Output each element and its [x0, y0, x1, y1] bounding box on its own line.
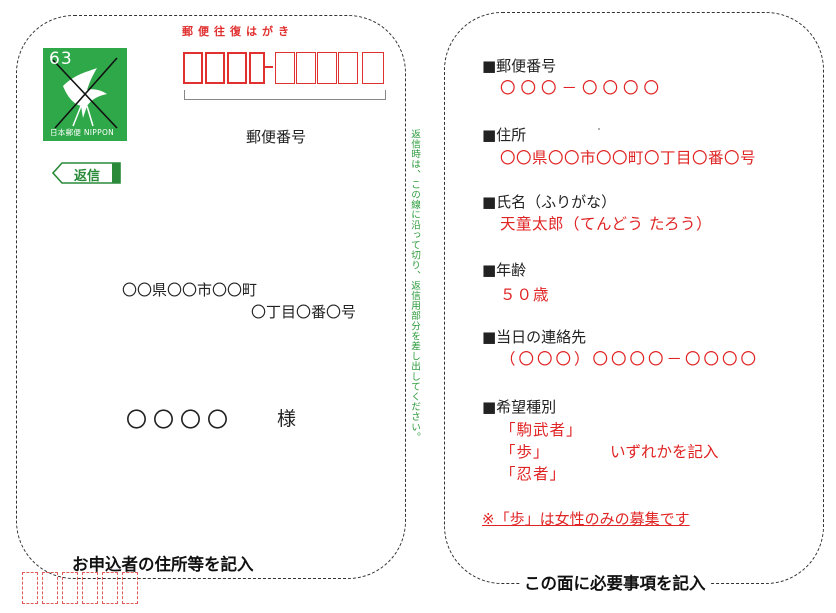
zip-box	[338, 52, 358, 84]
form-note: ※「歩」は女性のみの募集です	[482, 510, 690, 528]
zip-dash	[264, 66, 273, 68]
stub-box	[42, 572, 58, 604]
honorific: 様	[277, 408, 297, 430]
zip-box	[275, 52, 295, 84]
form-value-age: ５０歳	[500, 286, 550, 304]
zip-bracket	[184, 90, 386, 100]
reply-tag-label: 返信	[74, 169, 101, 184]
dot-mark	[598, 128, 600, 130]
form-option-note: いずれかを記入	[610, 443, 719, 461]
stamp-brand: 日本郵便 NIPPON	[50, 128, 115, 137]
form-option-ninja: 「忍者」	[500, 465, 567, 483]
postage-stamp: 63 日本郵便 NIPPON	[43, 48, 127, 141]
zip-box	[296, 52, 316, 84]
stub-box	[62, 572, 78, 604]
form-label-age: ■年齢	[482, 261, 527, 279]
stub-box	[82, 572, 98, 604]
zip-label: 郵便番号	[246, 128, 307, 146]
form-option-komamusha: 「駒武者」	[500, 421, 583, 439]
address-line-2: 〇丁目〇番〇号	[251, 303, 357, 321]
left-caption: お申込者の住所等を記入	[68, 551, 258, 575]
zip-box	[227, 52, 247, 84]
reply-tag-icon	[51, 162, 121, 184]
form-label-name: ■氏名（ふりがな）	[482, 193, 617, 211]
form-value-address: 〇〇県〇〇市〇〇町〇丁目〇番〇号	[500, 149, 757, 167]
reply-tag: 返信	[51, 162, 122, 184]
form-value-zip: 〇〇〇－〇〇〇〇	[500, 79, 665, 97]
crane-icon	[52, 57, 118, 129]
stamp-value: 63	[49, 49, 73, 69]
cut-line-note: 返信時は、この線に沿って切り、返信用部分を差し出してください。	[409, 129, 420, 443]
zip-box	[317, 52, 337, 84]
form-label-type: ■希望種別	[482, 398, 557, 416]
stub-box	[122, 572, 138, 604]
zip-box	[183, 52, 203, 84]
stub-box	[22, 572, 38, 604]
zip-box	[362, 52, 384, 84]
address-line-1: 〇〇県〇〇市〇〇町	[122, 281, 258, 299]
form-value-contact: （〇〇〇）〇〇〇〇－〇〇〇〇	[500, 350, 760, 368]
zip-box	[249, 52, 265, 84]
reply-card-address-side	[16, 15, 406, 579]
stub-box	[102, 572, 118, 604]
zip-box	[205, 52, 225, 84]
form-label-address: ■住所	[482, 126, 527, 144]
form-label-zip: ■郵便番号	[482, 57, 557, 75]
recipient-name: 〇〇〇〇	[126, 408, 234, 432]
right-caption: この面に必要事項を記入	[520, 570, 710, 594]
postcard-title: 郵便往復はがき	[182, 25, 294, 38]
form-value-name: 天童太郎（てんどう たろう）	[500, 215, 713, 233]
form-label-contact: ■当日の連絡先	[482, 328, 587, 346]
form-option-fu: 「歩」	[500, 443, 550, 461]
